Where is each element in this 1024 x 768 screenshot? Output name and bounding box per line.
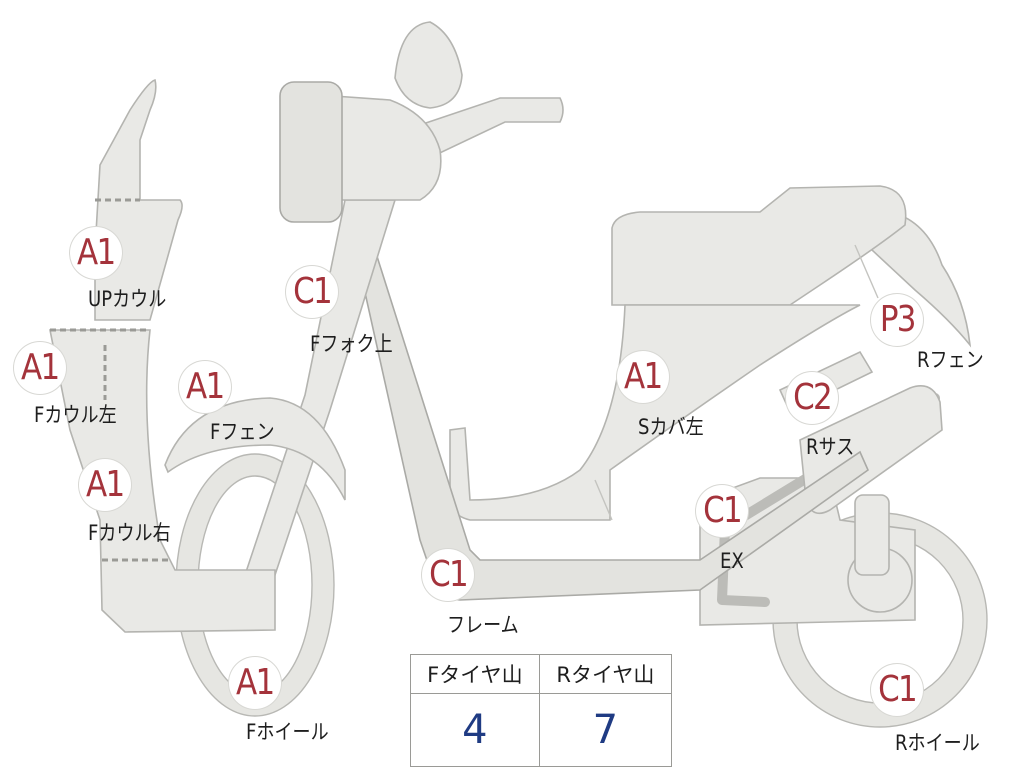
grade-mark-f-fender: A1 bbox=[179, 361, 231, 413]
grade-mark-side-cover-left: A1 bbox=[617, 351, 669, 403]
grade-mark-f-cowl-right: A1 bbox=[79, 459, 131, 511]
grade-code: A1 bbox=[624, 356, 663, 397]
grade-mark-r-fender: P3 bbox=[871, 294, 923, 346]
grade-code: A1 bbox=[77, 232, 116, 273]
grade-code: A1 bbox=[86, 464, 125, 505]
tire-tread-value-row: 4 7 bbox=[410, 693, 673, 767]
grade-mark-up-cowl: A1 bbox=[70, 227, 122, 279]
grade-mark-frame: C1 bbox=[422, 549, 474, 601]
part-label-f-fender: Fフェン bbox=[210, 420, 275, 444]
part-label-frame: フレーム bbox=[447, 613, 519, 637]
headlight-shape bbox=[279, 81, 442, 223]
grade-mark-r-suspension: C2 bbox=[786, 372, 838, 424]
part-label-f-fork-upper: Fフォク上 bbox=[310, 332, 393, 356]
grade-mark-f-cowl-left: A1 bbox=[14, 342, 66, 394]
grade-mark-r-wheel: C1 bbox=[871, 664, 923, 716]
rear-fender-shape bbox=[871, 209, 972, 348]
grade-code: C1 bbox=[703, 490, 743, 531]
grade-mark-f-fork-upper: C1 bbox=[286, 266, 338, 318]
grade-code: A1 bbox=[186, 366, 225, 407]
tire-tread-header-row: Fタイヤ山 Rタイヤ山 bbox=[410, 654, 673, 694]
grade-code: A1 bbox=[21, 347, 60, 388]
part-label-r-suspension: Rサス bbox=[806, 435, 855, 459]
mirror-shape bbox=[394, 21, 463, 109]
grade-code: A1 bbox=[236, 662, 275, 703]
front-tire-tread-header: Fタイヤ山 bbox=[410, 654, 540, 694]
part-label-side-cover-left: Sカバ左 bbox=[638, 415, 704, 439]
part-label-r-fender: Rフェン bbox=[917, 348, 984, 372]
tire-tread-table: Fタイヤ山 Rタイヤ山 4 7 bbox=[410, 654, 673, 767]
front-tire-tread-value: 4 bbox=[410, 693, 540, 767]
rear-tire-tread-header: Rタイヤ山 bbox=[538, 654, 673, 694]
part-label-up-cowl: UPカウル bbox=[88, 287, 167, 311]
part-label-f-cowl-left: Fカウル左 bbox=[34, 403, 117, 427]
grade-code: C1 bbox=[293, 271, 333, 312]
front-cowl-shape bbox=[49, 329, 276, 633]
front-fender-shape bbox=[164, 397, 346, 501]
grade-code: C1 bbox=[878, 669, 918, 710]
seat-shape bbox=[611, 185, 907, 306]
grade-code: P3 bbox=[879, 299, 917, 340]
grade-code: C1 bbox=[429, 554, 469, 595]
part-label-exhaust: EX bbox=[720, 549, 744, 573]
grade-mark-exhaust: C1 bbox=[696, 485, 748, 537]
handlebar-shape bbox=[403, 97, 564, 162]
part-label-r-wheel: Rホイール bbox=[895, 731, 980, 755]
rear-tire-tread-value: 7 bbox=[538, 693, 673, 767]
grade-mark-f-wheel: A1 bbox=[229, 657, 281, 709]
part-label-f-wheel: Fホイール bbox=[246, 720, 329, 744]
grade-code: C2 bbox=[793, 377, 833, 418]
part-label-f-cowl-right: Fカウル右 bbox=[88, 521, 171, 545]
